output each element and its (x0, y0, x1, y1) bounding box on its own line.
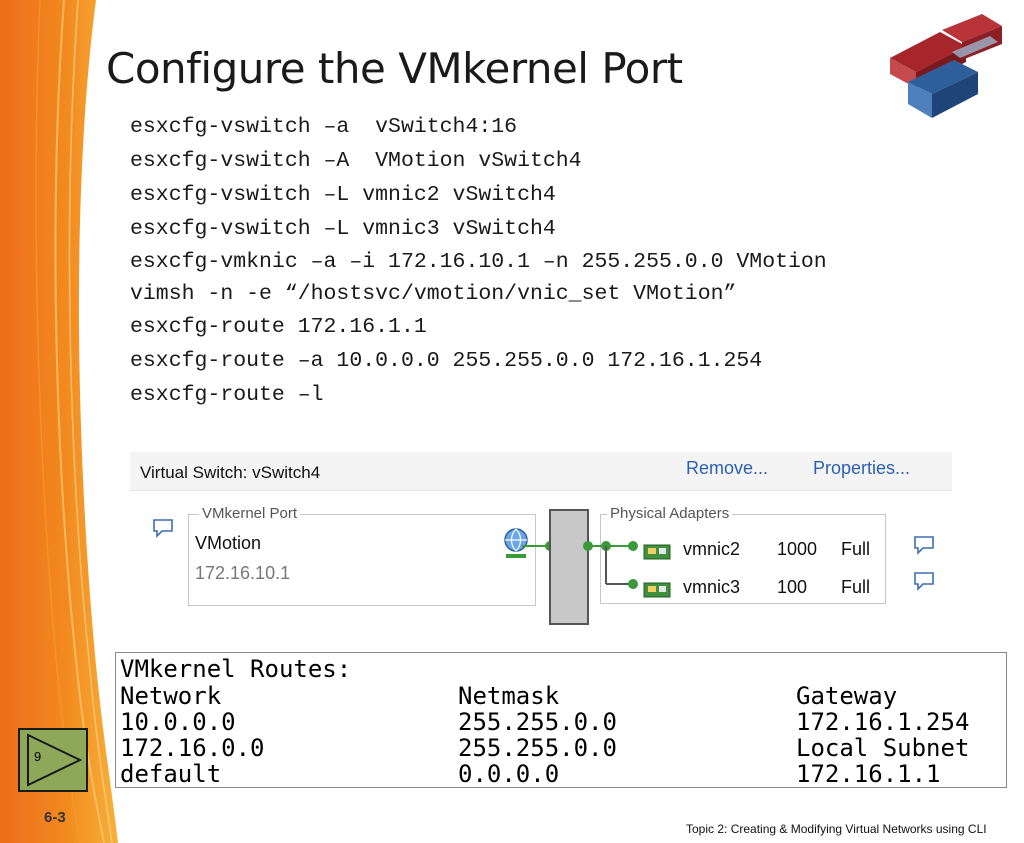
vswitch-header: Virtual Switch: vSwitch4 Remove... Prope… (130, 452, 952, 491)
vmkernel-port-name: VMotion (195, 533, 262, 553)
command-line: esxcfg-route –a 10.0.0.0 255.255.0.0 172… (130, 349, 763, 373)
properties-link[interactable]: Properties... (813, 458, 911, 478)
vswitch-panel: Virtual Switch: vSwitch4 Remove... Prope… (130, 448, 952, 630)
adapter-duplex: Full (841, 577, 871, 597)
comment-bubble-icon[interactable] (913, 571, 935, 591)
vmkernel-port-ip: 172.16.10.1 (195, 563, 291, 583)
physical-adapters-group[interactable]: Physical Adapters vmnic2 1000 Full vmnic… (600, 505, 886, 604)
command-line: esxcfg-vswitch –A VMotion vSwitch4 (130, 149, 582, 173)
nic-icon (643, 544, 671, 560)
adapter-name: vmnic2 (683, 539, 741, 559)
remove-link[interactable]: Remove... (686, 458, 769, 478)
command-line: esxcfg-route –l (130, 383, 324, 407)
route-network: default (120, 760, 222, 788)
vmkernel-port-legend: VMkernel Port (199, 505, 301, 522)
command-line: esxcfg-vswitch –L vmnic3 vSwitch4 (130, 217, 556, 241)
side-decoration (0, 0, 118, 843)
routes-header-netmask: Netmask (458, 682, 560, 710)
route-netmask: 255.255.0.0 (458, 708, 617, 736)
physical-adapters-legend: Physical Adapters (607, 505, 733, 522)
slide-number: 9 (34, 749, 42, 764)
routes-heading: VMkernel Routes: (120, 655, 352, 683)
adapter-duplex: Full (841, 539, 871, 559)
route-netmask: 255.255.0.0 (458, 734, 617, 762)
route-netmask: 0.0.0.0 (458, 760, 560, 788)
routes-header-network: Network (120, 682, 222, 710)
command-list: esxcfg-vswitch –a vSwitch4:16 esxcfg-vsw… (130, 110, 1010, 412)
play-arrow-icon (27, 733, 83, 787)
vmkernel-globe-icon (504, 528, 528, 558)
slide-title: Configure the VMkernel Port (106, 44, 683, 93)
vmkernel-routes-output: VMkernel Routes: Network Netmask Gateway… (115, 652, 1007, 788)
route-gateway: 172.16.1.1 (796, 760, 941, 788)
command-line: esxcfg-vswitch –a vSwitch4:16 (130, 115, 518, 139)
route-gateway: 172.16.1.254 (796, 708, 970, 736)
vmkernel-port-group[interactable]: VMkernel Port VMotion 172.16.10.1 (188, 505, 536, 606)
cube-logo (882, 12, 1006, 122)
nic-icon (643, 582, 671, 598)
vswitch-title: Virtual Switch: vSwitch4 (140, 463, 321, 482)
routes-header-gateway: Gateway (796, 682, 898, 710)
route-gateway: Local Subnet (796, 734, 970, 762)
adapter-name: vmnic3 (683, 577, 741, 597)
command-line: esxcfg-vswitch –L vmnic2 vSwitch4 (130, 183, 556, 207)
command-line: esxcfg-vmknic –a –i 172.16.10.1 –n 255.2… (130, 250, 827, 274)
command-line: vimsh -n -e “/hostsvc/vmotion/vnic_set V… (130, 282, 737, 306)
virtual-switch-block (549, 509, 589, 625)
adapter-speed: 100 (777, 577, 808, 597)
comment-bubble-icon[interactable] (913, 535, 935, 555)
chapter-number: 6-3 (44, 809, 66, 826)
route-network: 172.16.0.0 (120, 734, 265, 762)
command-line: esxcfg-route 172.16.1.1 (130, 315, 427, 339)
route-network: 10.0.0.0 (120, 708, 236, 736)
adapter-speed: 1000 (777, 539, 818, 559)
slide-footer: Topic 2: Creating & Modifying Virtual Ne… (686, 822, 987, 836)
comment-bubble-icon[interactable] (152, 518, 174, 538)
slide-number-button[interactable] (18, 728, 88, 792)
